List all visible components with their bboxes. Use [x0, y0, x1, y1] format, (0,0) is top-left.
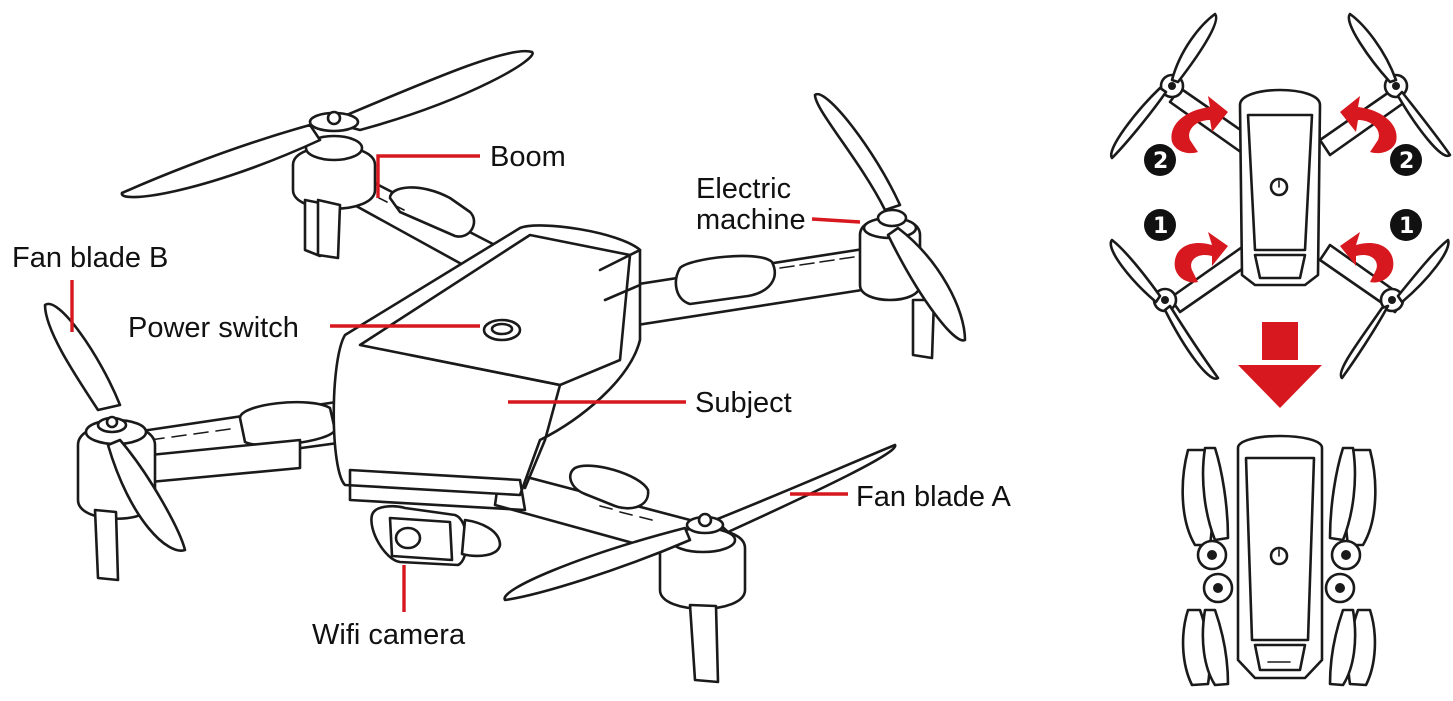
step-number-icon: 2: [1144, 144, 1176, 176]
label-electric-machine-2: machine: [696, 204, 806, 236]
fold-arrow-icon: [1174, 232, 1228, 283]
label-fan-blade-b: Fan blade B: [12, 242, 168, 274]
leader-lines: [70, 154, 861, 612]
boom-rear-right: [598, 246, 877, 332]
electric-machine-leader: [811, 217, 861, 224]
svg-text:1: 1: [1399, 214, 1414, 239]
step-number-icon: 1: [1144, 209, 1176, 241]
label-electric-machine-1: Electric: [696, 173, 791, 205]
step-number-icon: 2: [1390, 144, 1422, 176]
label-boom: Boom: [490, 141, 566, 173]
main-drone-illustration: [43, 49, 967, 684]
svg-text:2: 2: [1153, 149, 1168, 174]
power-button-icon: [482, 318, 522, 342]
propeller-front-right: [503, 443, 897, 602]
fold-arrow-icon: [1340, 232, 1394, 283]
label-wifi-camera: Wifi camera: [312, 619, 466, 651]
boom-leader: [376, 154, 480, 198]
fold-arrow-icon: [1340, 96, 1397, 154]
svg-text:1: 1: [1153, 214, 1168, 239]
camera-gimbal: [370, 504, 502, 567]
motor-front-right: [658, 526, 747, 684]
fold-arrow-icon: [1171, 96, 1228, 154]
folded-top-view: [1181, 434, 1377, 687]
boom-front-right: [493, 464, 692, 558]
svg-text:2: 2: [1399, 149, 1414, 174]
labels: Boom Electric machine Fan blade B Power …: [12, 141, 1011, 651]
step-number-icon: 1: [1390, 209, 1422, 241]
label-subject: Subject: [695, 387, 792, 419]
unfolded-top-view: 2 2 1 1: [1109, 12, 1452, 380]
motor-rear-left: [291, 134, 377, 260]
label-fan-blade-a: Fan blade A: [856, 481, 1011, 513]
propeller-rear-right: [813, 92, 967, 342]
propeller-rear-left: [120, 49, 534, 199]
label-power-switch: Power switch: [128, 312, 299, 344]
boom-front-left: [133, 398, 362, 484]
propeller-front-left: [43, 302, 187, 552]
down-arrow-icon: [1238, 322, 1322, 408]
